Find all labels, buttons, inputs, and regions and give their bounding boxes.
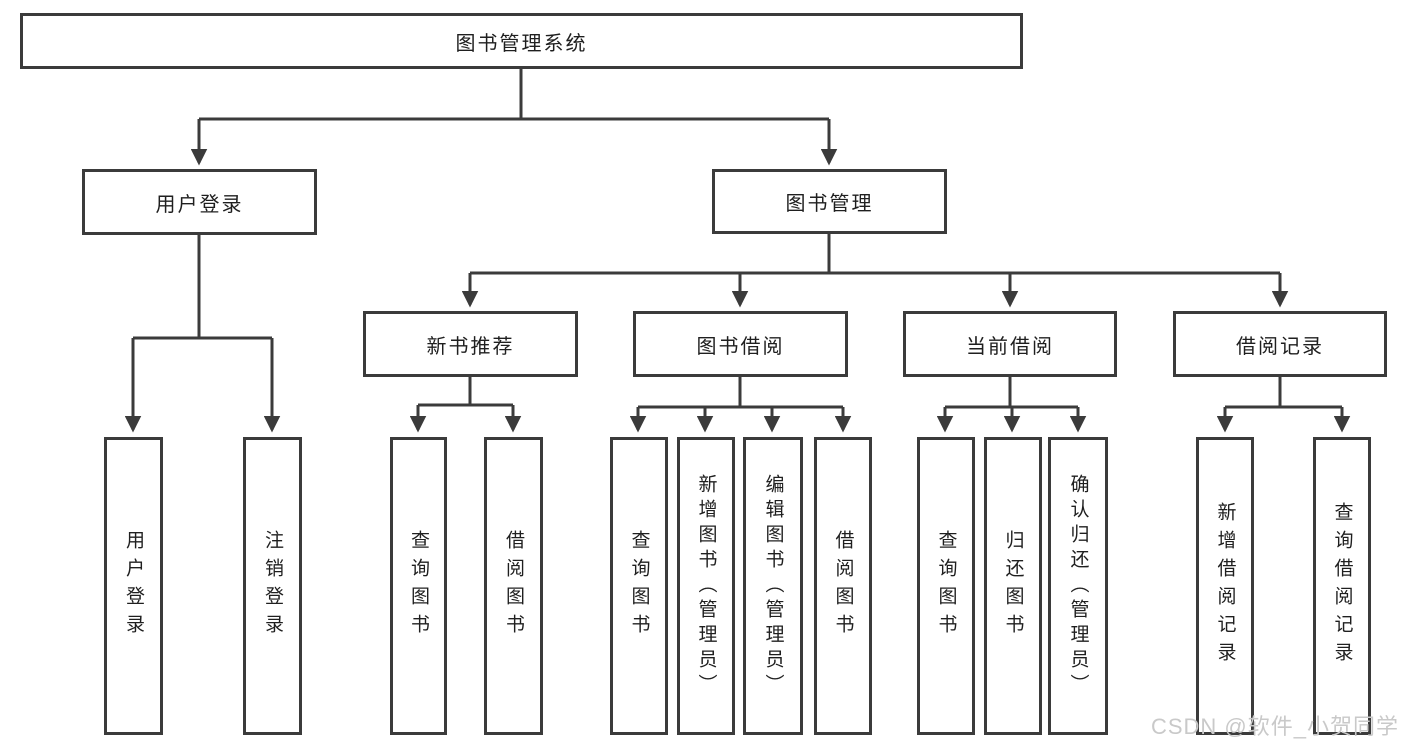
node-user-login: 用户登录 (82, 169, 317, 235)
node-label: 借阅记录 (1236, 335, 1324, 358)
node-label: 图书管理系统 (455, 32, 588, 55)
leaf-add-books-admin: 新增图书（管理员） (677, 437, 735, 735)
node-label: 注销登录 (262, 530, 283, 642)
leaf-borrow-books: 借阅图书 (814, 437, 872, 735)
leaf-edit-books-admin: 编辑图书（管理员） (743, 437, 803, 735)
node-label: 图书借阅 (696, 335, 785, 358)
node-label: 新书推荐 (426, 335, 515, 358)
leaf-current-query-books: 查询图书 (917, 437, 975, 735)
node-label: 归还图书 (1002, 530, 1024, 642)
node-label: 借阅图书 (832, 530, 854, 642)
node-label: 查询图书 (408, 530, 429, 642)
node-label: 查询图书 (628, 530, 650, 642)
node-label: 借阅图书 (503, 530, 524, 642)
leaf-query-borrow-record: 查询借阅记录 (1313, 437, 1371, 735)
node-label: 查询借阅记录 (1331, 502, 1353, 670)
leaf-recommend-query-books: 查询图书 (390, 437, 447, 735)
node-new-book-recommend: 新书推荐 (363, 311, 578, 377)
node-label: 图书管理 (785, 193, 874, 215)
node-label: 新增图书（管理员） (695, 473, 717, 699)
leaf-user-login: 用户登录 (104, 437, 163, 735)
leaf-borrow-query-books: 查询图书 (610, 437, 668, 735)
leaf-logout: 注销登录 (243, 437, 302, 735)
node-label: 用户登录 (123, 530, 144, 642)
node-label: 当前借阅 (966, 335, 1054, 358)
node-system-root: 图书管理系统 (20, 13, 1023, 69)
node-label: 用户登录 (155, 193, 244, 216)
node-label: 确认归还（管理员） (1067, 473, 1089, 699)
leaf-add-borrow-record: 新增借阅记录 (1196, 437, 1254, 735)
node-label: 编辑图书（管理员） (762, 473, 784, 699)
node-book-management: 图书管理 (712, 169, 947, 234)
node-label: 新增借阅记录 (1214, 502, 1236, 670)
node-current-borrowing: 当前借阅 (903, 311, 1117, 377)
node-book-borrowing: 图书借阅 (633, 311, 848, 377)
node-borrowing-records: 借阅记录 (1173, 311, 1387, 377)
node-label: 查询图书 (935, 530, 957, 642)
leaf-return-books: 归还图书 (984, 437, 1042, 735)
watermark: CSDN @软件_小贺同学 (1150, 714, 1399, 739)
leaf-recommend-borrow-books: 借阅图书 (484, 437, 543, 735)
leaf-confirm-return-admin: 确认归还（管理员） (1048, 437, 1108, 735)
